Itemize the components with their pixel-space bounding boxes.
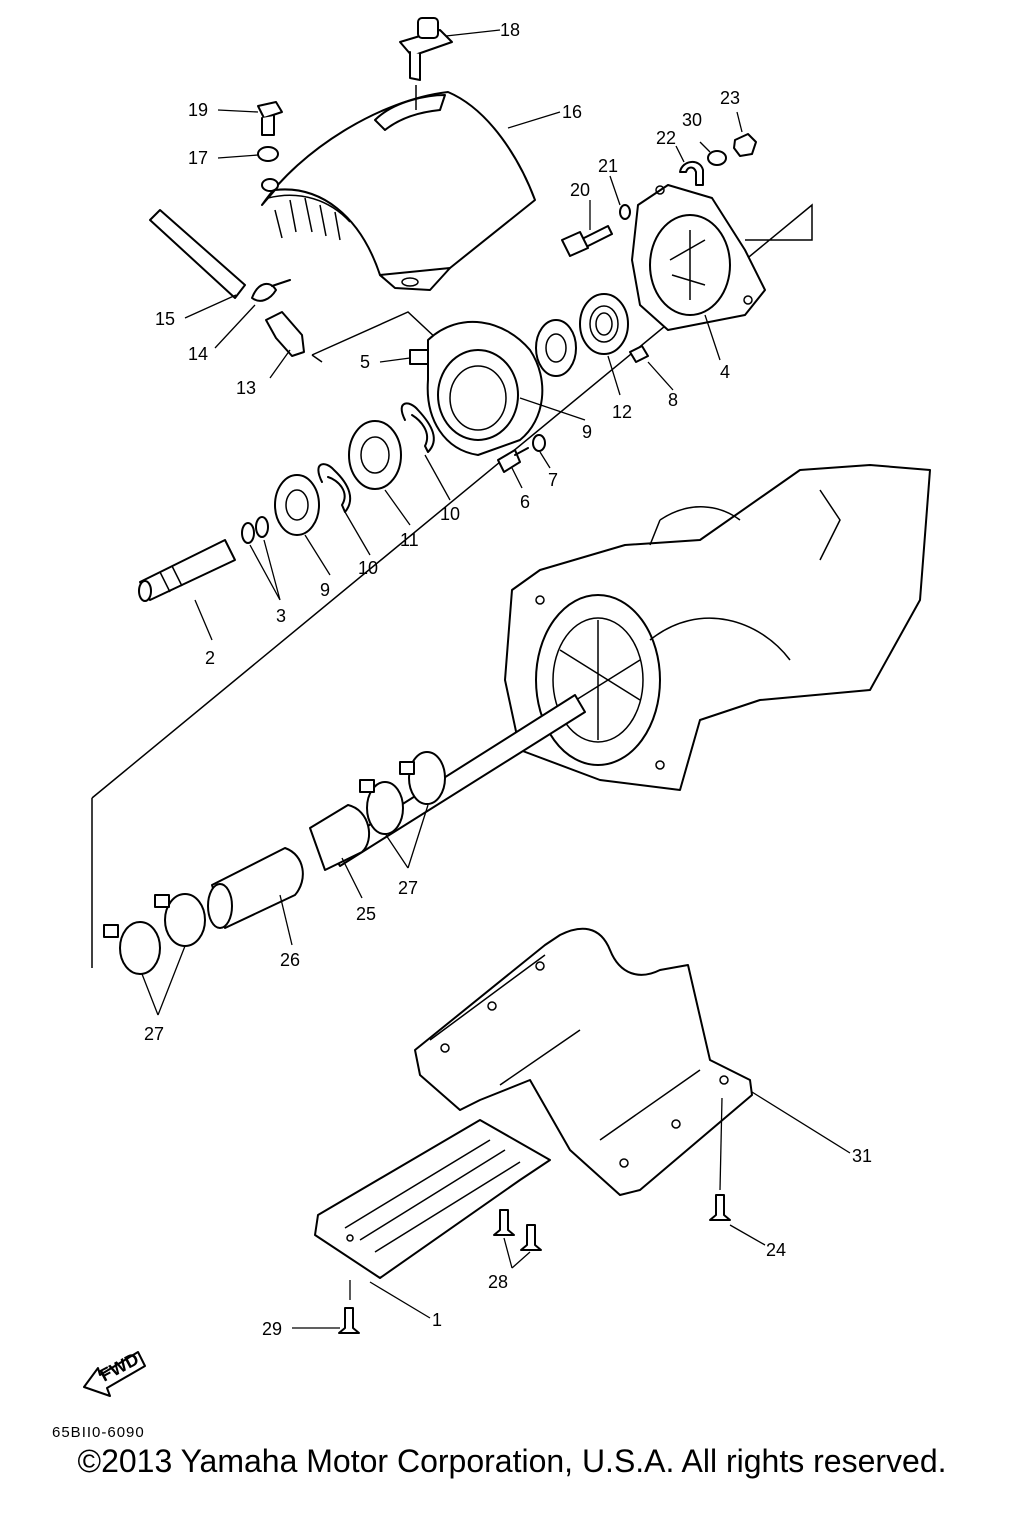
part-14-clamp xyxy=(251,279,291,302)
callout-3: 3 xyxy=(276,606,286,626)
jet-pump-assembly xyxy=(504,464,931,791)
callout-9-upper: 9 xyxy=(582,422,592,442)
part-18-bracket xyxy=(399,17,453,110)
callout-20: 20 xyxy=(570,180,590,200)
copyright-notice: ©2013 Yamaha Motor Corporation, U.S.A. A… xyxy=(77,1443,947,1479)
part-21-washer xyxy=(619,204,631,220)
part-31-plate xyxy=(414,927,753,1196)
callout-14: 14 xyxy=(188,344,208,364)
part-16-cover xyxy=(261,91,536,291)
callout-4: 4 xyxy=(720,362,730,382)
part-24-screw xyxy=(709,1194,731,1221)
part-8-pin xyxy=(629,345,649,363)
callout-25: 25 xyxy=(356,904,376,924)
part-4-housing xyxy=(631,184,766,331)
part-2-shaft xyxy=(138,539,236,602)
part-13-fitting xyxy=(265,311,305,357)
part-12-seal xyxy=(579,293,629,355)
part-7-washer xyxy=(532,434,546,452)
callout-11: 11 xyxy=(400,530,419,550)
callout-1: 1 xyxy=(432,1310,442,1330)
part-3-oring-b xyxy=(255,516,269,538)
part-5-housing xyxy=(409,320,544,456)
callout-18: 18 xyxy=(500,20,520,40)
callout-10-lower: 10 xyxy=(358,558,378,578)
part-19-bolt xyxy=(257,101,283,136)
part-27-clamps-upper xyxy=(359,751,446,835)
part-1-grate xyxy=(314,1119,551,1279)
callout-6: 6 xyxy=(520,492,530,512)
part-20-bolt xyxy=(561,225,613,257)
callout-8: 8 xyxy=(668,390,678,410)
callout-13: 13 xyxy=(236,378,256,398)
part-29-screw xyxy=(338,1307,360,1334)
part-code: 65BII0-6090 xyxy=(52,1424,145,1441)
part-10-circlip-upper xyxy=(400,402,435,453)
part-10-circlip-lower xyxy=(317,463,352,513)
callout-26: 26 xyxy=(280,950,300,970)
callout-7: 7 xyxy=(548,470,558,490)
part-9-bearing-lower xyxy=(274,474,320,536)
callout-17: 17 xyxy=(188,148,208,168)
part-26-hose-end xyxy=(207,883,233,929)
part-28-screw-a xyxy=(493,1209,515,1236)
callout-10-upper: 10 xyxy=(440,504,460,524)
part-23-nut xyxy=(733,133,757,157)
callout-5: 5 xyxy=(360,352,370,372)
part-30-washer xyxy=(707,150,727,166)
leader-lines xyxy=(141,29,851,1329)
part-9-bearing-upper xyxy=(535,319,577,377)
part-25-sleeve xyxy=(309,804,371,871)
fwd-arrow-icon: FWD xyxy=(83,1349,146,1397)
callout-27-upper: 27 xyxy=(398,878,418,898)
callout-22: 22 xyxy=(656,128,676,148)
callout-21: 21 xyxy=(598,156,618,176)
callout-30: 30 xyxy=(682,110,702,130)
callout-12: 12 xyxy=(612,402,632,422)
part-17-washer xyxy=(257,146,279,162)
part-26-hose xyxy=(211,847,304,929)
callout-16: 16 xyxy=(562,102,582,122)
callout-31: 31 xyxy=(852,1146,872,1166)
callout-29: 29 xyxy=(262,1319,282,1339)
callout-24: 24 xyxy=(766,1240,786,1260)
part-3-oring-a xyxy=(241,522,255,544)
callout-19: 19 xyxy=(188,100,208,120)
assembly-outline xyxy=(91,203,813,968)
part-27-clamps-lower xyxy=(103,893,206,975)
callout-9-lower: 9 xyxy=(320,580,330,600)
callout-27-lower: 27 xyxy=(144,1024,164,1044)
callout-23: 23 xyxy=(720,88,740,108)
callout-28: 28 xyxy=(488,1272,508,1292)
part-28-screw-b xyxy=(520,1224,542,1251)
part-11-bearing xyxy=(348,420,402,490)
part-22-clip xyxy=(679,161,704,186)
callout-2: 2 xyxy=(205,648,215,668)
part-6-bolt xyxy=(497,447,529,473)
callout-15: 15 xyxy=(155,309,175,329)
part-15-pin xyxy=(149,209,246,299)
